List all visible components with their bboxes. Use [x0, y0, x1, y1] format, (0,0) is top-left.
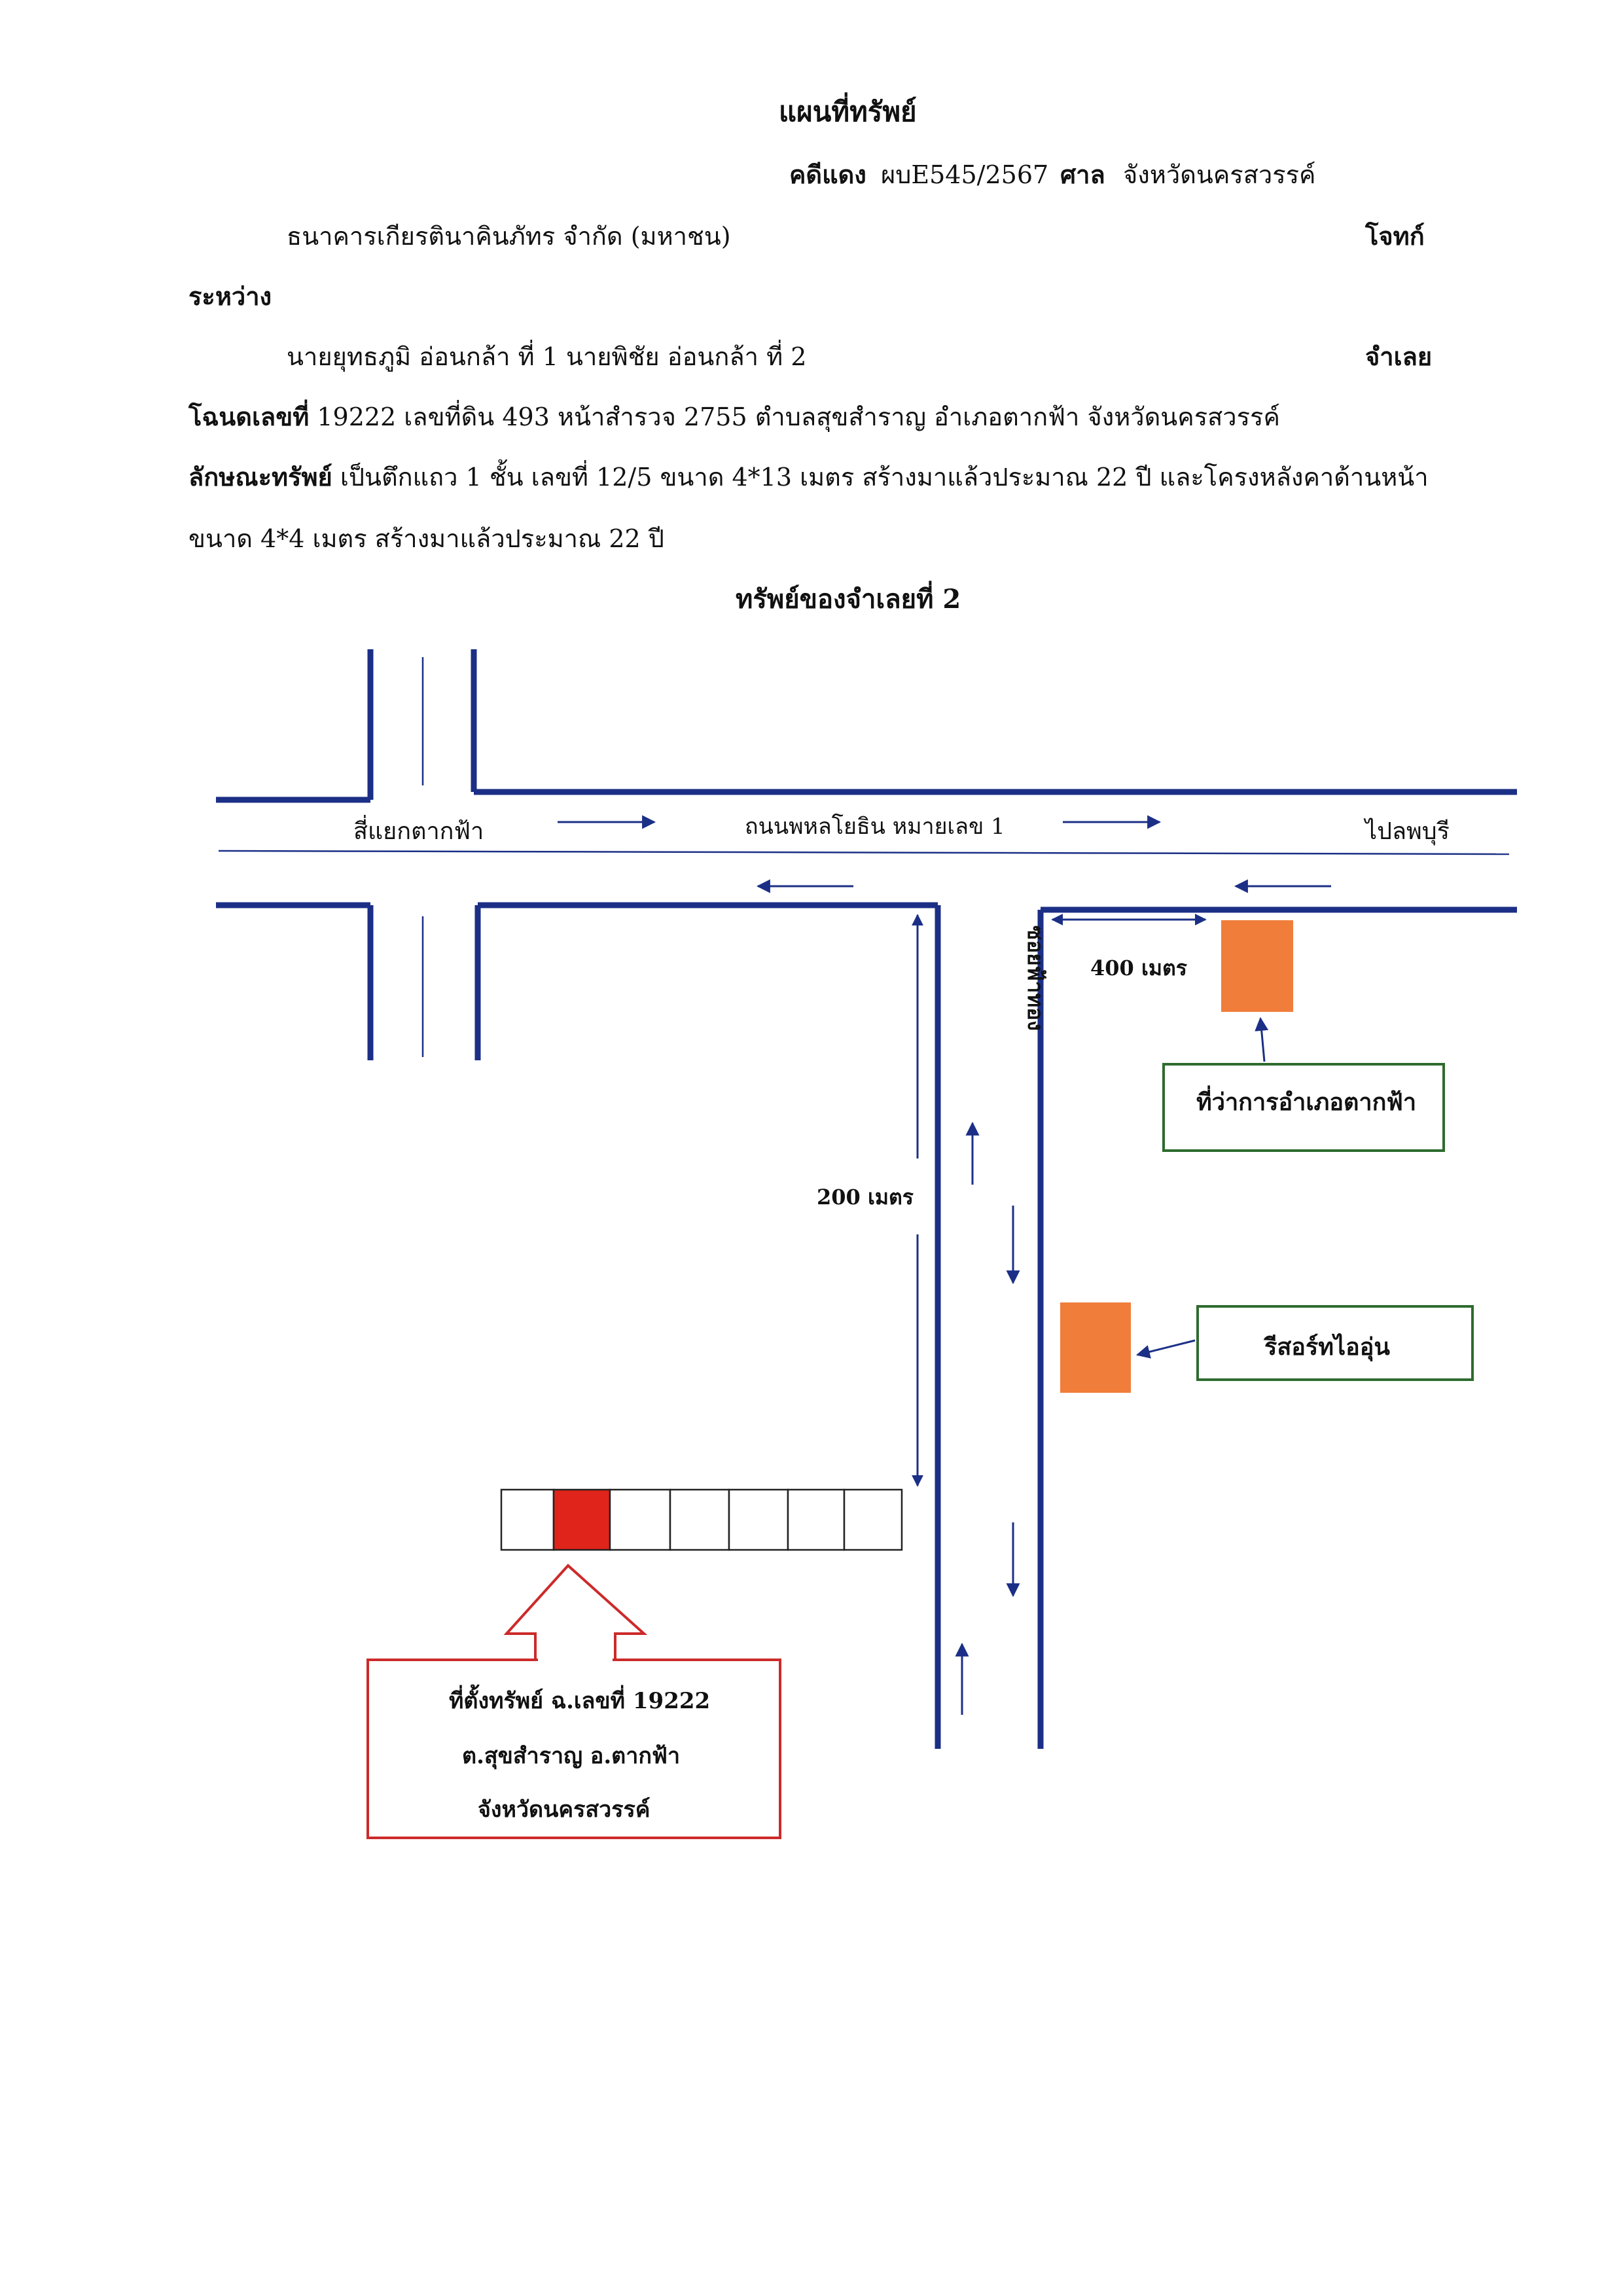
location-line-1: ที่ตั้งทรัพย์ ฉ.เลขที่ 19222 [449, 1684, 710, 1714]
highway-label: ถนนพหลโยธิน หมายเลข 1 [745, 814, 1005, 840]
property-line-2: ขนาด 4*4 เมตร สร้างมาแล้วประมาณ 22 ปี [188, 524, 664, 553]
soi-label: ซอยฟ้าทอง [1023, 925, 1048, 1031]
property-label: ลักษณะทรัพย์ [188, 462, 332, 492]
shophouse-unit [728, 1488, 789, 1551]
location-line-2: ต.สุขสำราญ อ.ตากฟ้า [462, 1743, 680, 1770]
property-text-1: เป็นตึกแถว 1 ชั้น เลขที่ 12/5 ขนาด 4*13 … [340, 463, 1429, 492]
shophouse-unit [843, 1488, 903, 1551]
shophouse-unit [609, 1488, 671, 1551]
court-name: จังหวัดนครสวรรค์ [1123, 160, 1316, 189]
distance-400-label: 400 เมตร [1090, 956, 1187, 980]
intersection-label: สี่แยกตากฟ้า [353, 815, 484, 845]
resort-building [1060, 1302, 1131, 1393]
between-label: ระหว่าง [188, 281, 272, 311]
traffic-arrows [558, 815, 1331, 1715]
highway-centre-line [218, 850, 1510, 855]
shophouse-unit [500, 1488, 555, 1551]
court-label: ศาล [1060, 160, 1105, 189]
defendant-role: จำเลย [1365, 342, 1433, 371]
property-callout-arrow [503, 1564, 648, 1661]
lane-lines [218, 657, 1510, 1057]
property-line-1: ลักษณะทรัพย์ เป็นตึกแถว 1 ชั้น เลขที่ 12… [188, 465, 1429, 490]
district-office-building [1221, 920, 1293, 1012]
document-title: แผนที่ทรัพย์ [779, 96, 917, 128]
plaintiff-name: ธนาคารเกียรตินาคินภัทร จำกัด (มหาชน) [287, 222, 731, 251]
distance-markers [912, 914, 1207, 1487]
defendant-names: นายยุทธภูมิ อ่อนกล้า ที่ 1 นายพิชัย อ่อน… [287, 342, 807, 371]
case-label: คดีแดง [789, 160, 866, 189]
deed-text: 19222 เลขที่ดิน 493 หน้าสำรวจ 2755 ตำบลส… [317, 403, 1280, 431]
distance-200-label: 200 เมตร [817, 1185, 914, 1210]
owner-heading: ทรัพย์ของจำเลยที่ 2 [736, 584, 961, 615]
district-office-label: ที่ว่าการอำเภอตากฟ้า [1196, 1085, 1416, 1116]
deed-line: โฉนดเลขที่ 19222 เลขที่ดิน 493 หน้าสำรวจ… [188, 402, 1280, 431]
district-office-label-box [1162, 1063, 1445, 1152]
road-edges [216, 649, 1517, 1749]
shophouse-row [500, 1488, 903, 1551]
resort-label: รีสอร์ทไออุ่น [1263, 1333, 1390, 1362]
shophouse-unit [669, 1488, 730, 1551]
case-number: ผบE545/2567 [881, 160, 1049, 189]
property-location-box [366, 1659, 781, 1839]
destination-label: ไปลพบุรี [1363, 817, 1450, 846]
shophouse-unit [787, 1488, 846, 1551]
resort-label-box [1196, 1305, 1474, 1381]
plaintiff-role: โจทก์ [1365, 221, 1425, 251]
resort-pointer [1135, 1339, 1196, 1359]
target-property-unit [552, 1488, 611, 1551]
location-line-3: จังหวัดนครสวรรค์ [478, 1797, 650, 1823]
deed-label: โฉนดเลขที่ [188, 402, 310, 431]
district-office-pointer [1255, 1016, 1269, 1062]
